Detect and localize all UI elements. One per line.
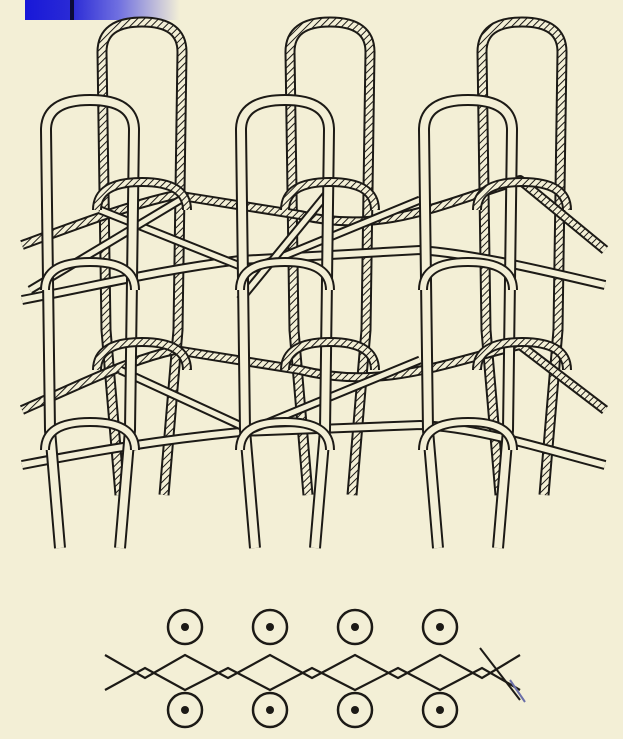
needle-dot-top-3	[351, 623, 359, 631]
front-loop-2	[241, 100, 329, 548]
front-loop-1-outline	[46, 100, 134, 548]
course-arc-1-3	[423, 262, 513, 290]
needle-dot-bottom-2	[266, 706, 274, 714]
needle-dot-top-1	[181, 623, 189, 631]
needle-dot-top-2	[266, 623, 274, 631]
needle-dot-bottom-1	[181, 706, 189, 714]
notation-zigzag-2	[105, 668, 520, 690]
needle-dot-top-4	[436, 623, 444, 631]
stitch-notation-diagram	[105, 610, 525, 727]
needle-dot-bottom-4	[436, 706, 444, 714]
front-loop-3-outline	[424, 100, 512, 548]
needle-dot-bottom-3	[351, 706, 359, 714]
front-loop-1	[46, 100, 134, 548]
front-loop-3	[424, 100, 512, 548]
notation-zigzag-1	[105, 655, 520, 678]
notation-end-mark	[480, 648, 520, 700]
front-loop-2-outline	[241, 100, 329, 548]
